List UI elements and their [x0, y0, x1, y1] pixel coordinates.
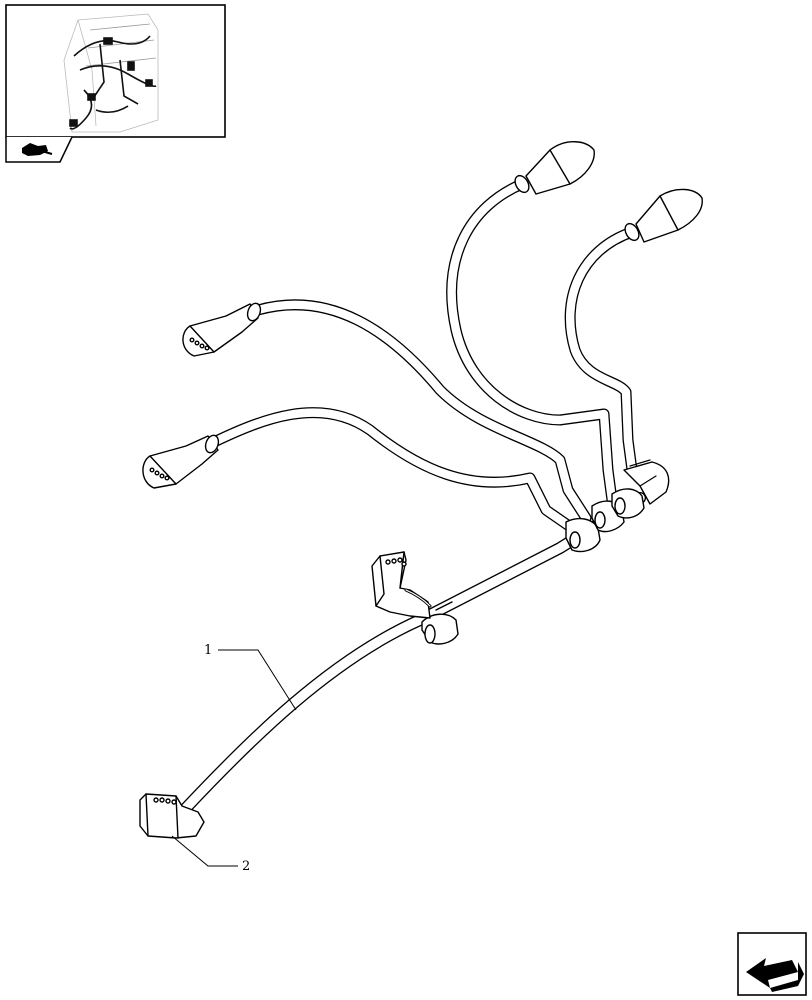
junction-clamp-3 [611, 488, 645, 519]
callout-1-label: 1 [204, 643, 212, 658]
previous-page-arrow-icon[interactable] [737, 932, 807, 996]
middle-l-connector [371, 551, 432, 619]
connector-top-right-2 [624, 188, 703, 243]
thumbnail-harness-drawing [69, 35, 157, 130]
junction-clamp-middle [421, 601, 459, 645]
main-trunk-cable [180, 492, 646, 814]
tractor-cab-icon [22, 143, 53, 156]
connector-left-upper [182, 302, 262, 357]
connector-top-right-1 [514, 141, 595, 195]
connector-left-lower [142, 434, 220, 489]
branch-cable-left-lower [208, 407, 578, 534]
junction-clamp-1 [565, 517, 601, 553]
wiring-harness [139, 141, 703, 839]
callout-2: 2 [171, 835, 250, 874]
harness-location-thumbnail[interactable] [5, 4, 226, 163]
branch-cable-right-lower [564, 226, 638, 476]
bottom-l-connector [139, 793, 205, 839]
right-elbow-junction [623, 459, 670, 505]
callout-2-label: 2 [242, 859, 250, 874]
branch-cable-right-upper [446, 178, 618, 506]
callout-1: 1 [204, 643, 297, 711]
branch-cable-left-upper [252, 299, 592, 524]
